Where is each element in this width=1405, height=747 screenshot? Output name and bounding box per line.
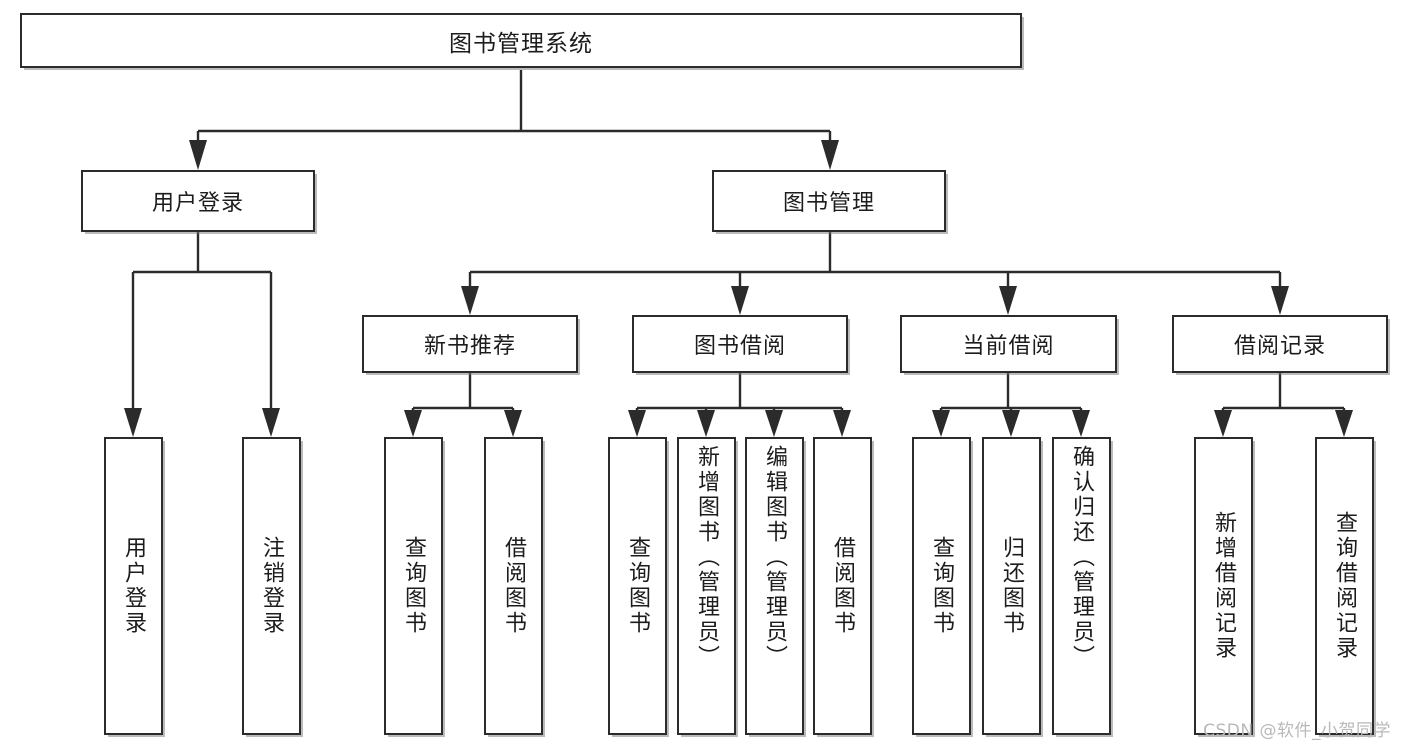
leaf-recommend-query-book-label: 查询图书	[401, 536, 427, 636]
leaf-borrow-borrow-book-label: 借阅图书	[830, 536, 856, 636]
node-borrow-record-label: 借阅记录	[1233, 334, 1326, 359]
leaf-record-query-record[interactable]: 查询借阅记录	[1315, 437, 1374, 735]
arrow-book-borrow	[731, 286, 749, 315]
arrow-current-borrow	[999, 286, 1017, 315]
arrow-leaf-logout	[262, 408, 280, 437]
arrow-recommend-leaf-2	[504, 410, 522, 437]
node-user-login[interactable]: 用户登录	[81, 170, 315, 232]
leaf-current-return-book-label: 归还图书	[999, 536, 1025, 636]
arrow-borrow-leaf-2	[697, 410, 715, 437]
leaf-record-query-record-label: 查询借阅记录	[1332, 511, 1358, 661]
arrow-current-leaf-3	[1072, 410, 1090, 437]
node-root-system[interactable]: 图书管理系统	[20, 13, 1022, 68]
leaf-record-add-record[interactable]: 新增借阅记录	[1194, 437, 1253, 735]
node-book-manage-label: 图书管理	[782, 191, 875, 216]
arrow-record-leaf-1	[1214, 410, 1232, 437]
leaf-borrow-edit-book-admin[interactable]: 编辑图书（管理员）	[745, 437, 804, 735]
leaf-record-add-record-label: 新增借阅记录	[1211, 511, 1237, 661]
arrow-book-manage	[821, 140, 839, 170]
leaf-logout[interactable]: 注销登录	[242, 437, 301, 735]
leaf-recommend-borrow-book[interactable]: 借阅图书	[484, 437, 543, 735]
leaf-logout-label: 注销登录	[259, 536, 285, 636]
node-current-borrow-label: 当前借阅	[962, 334, 1055, 359]
arrow-current-leaf-2	[1002, 410, 1020, 437]
arrow-new-book-recommend	[461, 286, 479, 315]
arrow-borrow-record	[1271, 286, 1289, 315]
node-current-borrow[interactable]: 当前借阅	[900, 315, 1117, 373]
node-book-borrow[interactable]: 图书借阅	[632, 315, 848, 373]
node-book-borrow-label: 图书借阅	[693, 334, 786, 359]
arrow-leaf-user-login	[124, 408, 142, 437]
leaf-user-login[interactable]: 用户登录	[104, 437, 163, 735]
arrow-record-leaf-2	[1335, 410, 1353, 437]
arrow-borrow-leaf-4	[833, 410, 851, 437]
leaf-recommend-borrow-book-label: 借阅图书	[501, 536, 527, 636]
leaf-borrow-query-book-label: 查询图书	[625, 536, 651, 636]
leaf-borrow-borrow-book[interactable]: 借阅图书	[813, 437, 872, 735]
leaf-current-return-book[interactable]: 归还图书	[982, 437, 1041, 735]
leaf-borrow-add-book-admin[interactable]: 新增图书（管理员）	[677, 437, 736, 735]
node-book-manage[interactable]: 图书管理	[712, 170, 946, 232]
leaf-current-query-book[interactable]: 查询图书	[912, 437, 971, 735]
leaf-recommend-query-book[interactable]: 查询图书	[384, 437, 443, 735]
leaf-current-confirm-return-admin[interactable]: 确认归还（管理员）	[1052, 437, 1111, 735]
leaf-user-login-label: 用户登录	[121, 536, 147, 636]
arrow-recommend-leaf-1	[404, 410, 422, 437]
node-borrow-record[interactable]: 借阅记录	[1172, 315, 1388, 373]
arrow-current-leaf-1	[932, 410, 950, 437]
node-new-book-recommend-label: 新书推荐	[423, 334, 516, 359]
leaf-current-confirm-return-admin-label: 确认归还（管理员）	[1069, 445, 1095, 670]
node-root-system-label: 图书管理系统	[449, 30, 593, 57]
leaf-current-query-book-label: 查询图书	[929, 536, 955, 636]
watermark: CSDN @软件_小贺同学	[1203, 721, 1391, 741]
leaf-borrow-edit-book-admin-label: 编辑图书（管理员）	[762, 445, 788, 670]
arrow-borrow-leaf-1	[628, 410, 646, 437]
leaf-borrow-add-book-admin-label: 新增图书（管理员）	[694, 445, 720, 670]
leaf-borrow-query-book[interactable]: 查询图书	[608, 437, 667, 735]
node-user-login-label: 用户登录	[151, 191, 244, 216]
node-new-book-recommend[interactable]: 新书推荐	[362, 315, 578, 373]
arrow-user-login	[189, 140, 207, 170]
arrow-borrow-leaf-3	[765, 410, 783, 437]
